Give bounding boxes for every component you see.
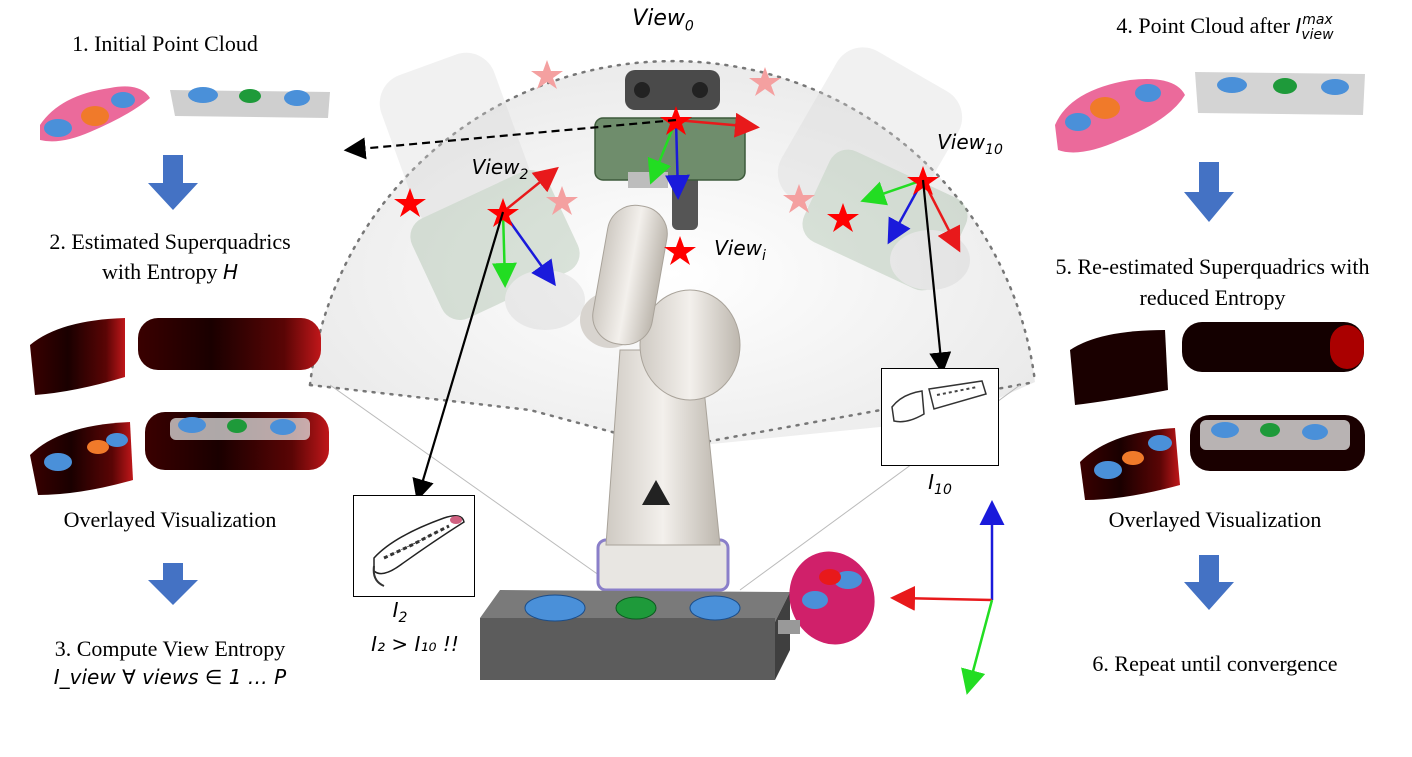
view-stars [394,188,859,265]
view2-image-content [372,515,465,587]
estimated-superquadrics [30,318,329,495]
view10-image-box [881,368,999,466]
i10-label: I10 [928,470,952,498]
view10-image-content [891,380,987,423]
world-axes [890,500,1005,695]
flow-arrows [148,155,1234,610]
step2-label-line2: with Entropy H [0,258,340,286]
reestimated-superquadrics [1070,322,1365,500]
step1-label: 1. Initial Point Cloud [72,31,258,56]
robot-arm [580,70,746,592]
view2-label: View2 [471,155,529,183]
step3-label-line1: 3. Compute View Entropy [54,636,286,661]
candidate-view-stars [531,60,815,215]
step3-formula: I_view ∀ views ∈ 1 … P [53,665,287,689]
overlay-label-left: Overlayed Visualization [63,507,277,532]
overlay-label-right: Overlayed Visualization [1108,507,1322,532]
step5-label-line2: reduced Entropy [1139,285,1286,310]
view0-label: View0 [632,6,694,35]
comparison-label: I₂ > I₁₀ !! [371,632,459,656]
step6-label: 6. Repeat until convergence [1092,651,1338,676]
view2-pose [487,166,559,288]
i2-label: I2 [392,598,408,626]
task-board [480,551,875,680]
view2-image-box [353,495,475,597]
step4-text: 4. Point Cloud after [1116,13,1296,38]
viewi-label: Viewi [714,236,766,264]
updated-point-cloud [1055,72,1365,153]
view10-label: View10 [937,130,1003,158]
step2-text: with Entropy [101,259,223,284]
view-hemisphere [308,59,1037,591]
projection-arrows [343,118,952,502]
step5-label-line1: 5. Re-estimated Superquadrics with [1055,254,1370,279]
entropy-symbol: H [222,260,239,284]
initial-point-cloud [40,86,330,142]
step2-label-line1: 2. Estimated Superquadrics [49,229,291,254]
